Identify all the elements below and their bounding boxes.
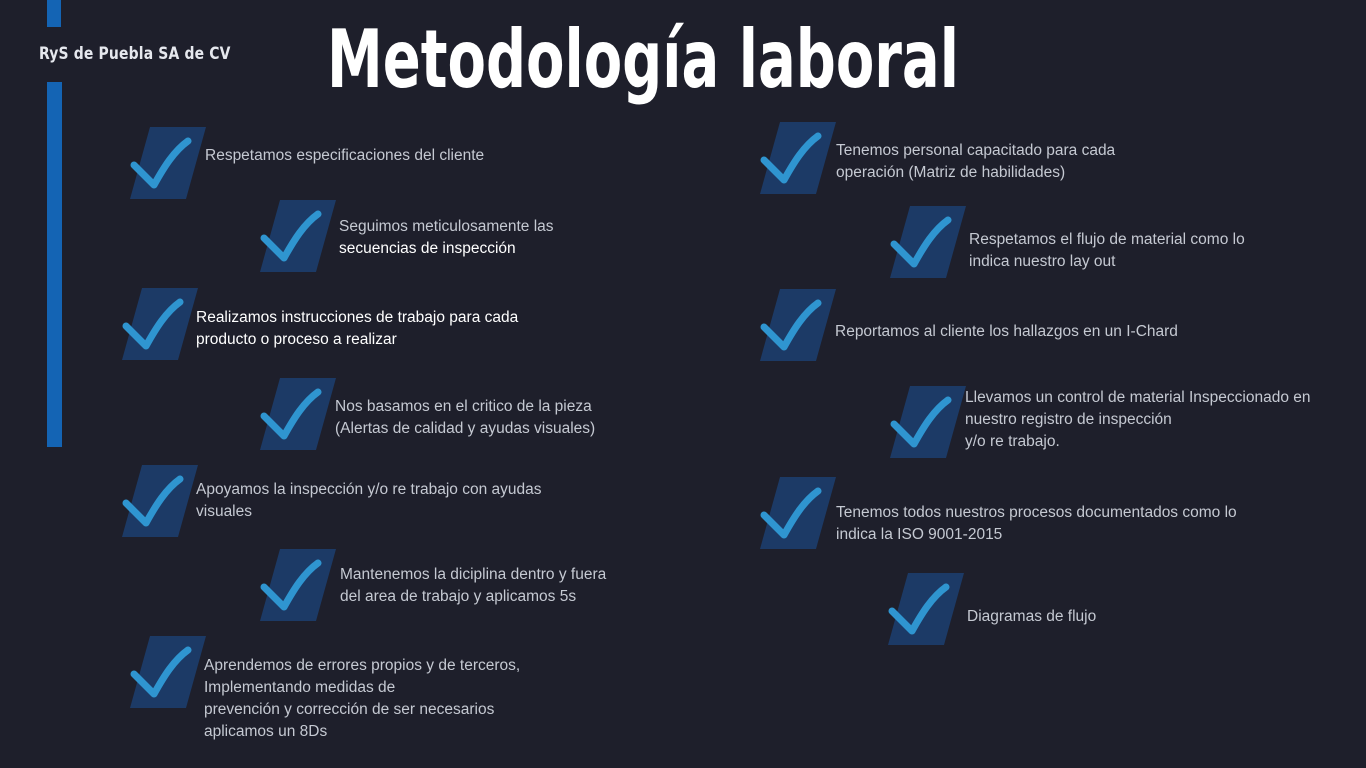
checkmark-icon: [890, 206, 966, 278]
checkmark-icon: [888, 573, 964, 645]
checkmark-icon: [122, 465, 198, 537]
item-text: Diagramas de flujo: [967, 608, 1097, 625]
item-text: Respetamos especificaciones del cliente: [205, 147, 485, 164]
checkmark-icon: [760, 477, 836, 549]
checkmark-icon: [760, 122, 836, 194]
item-text: Tenemos todos nuestros procesos document…: [836, 504, 1237, 543]
item-text: Seguimos meticulosamente las secuencias …: [339, 218, 554, 257]
item-text: Reportamos al cliente los hallazgos en u…: [835, 323, 1178, 340]
checkmark-icon: [890, 386, 966, 458]
page-title: Metodología laboral: [327, 13, 959, 106]
checkmark-icon: [122, 288, 198, 360]
item-text: Mantenemos la diciplina dentro y fuera d…: [340, 566, 607, 605]
accent-bar-top: [47, 0, 61, 27]
item-text: Realizamos instrucciones de trabajo para…: [196, 309, 519, 348]
item-text: Respetamos el flujo de material como lo …: [969, 231, 1245, 270]
item-text: Nos basamos en el critico de la pieza (A…: [335, 398, 596, 437]
checkmark-icon: [260, 200, 336, 272]
checkmark-icon: [760, 289, 836, 361]
checkmark-icon: [130, 636, 206, 708]
checkmark-icon: [130, 127, 206, 199]
item-text: Llevamos un control de material Inspecci…: [965, 389, 1311, 450]
company-name: RyS de Puebla SA de CV: [39, 44, 231, 64]
accent-bar-side: [47, 82, 62, 447]
checkmark-icon: [260, 549, 336, 621]
item-text: Tenemos personal capacitado para cada op…: [836, 142, 1116, 181]
item-text: Apoyamos la inspección y/o re trabajo co…: [196, 481, 542, 520]
checkmark-icon: [260, 378, 336, 450]
item-text: Aprendemos de errores propios y de terce…: [204, 657, 521, 740]
